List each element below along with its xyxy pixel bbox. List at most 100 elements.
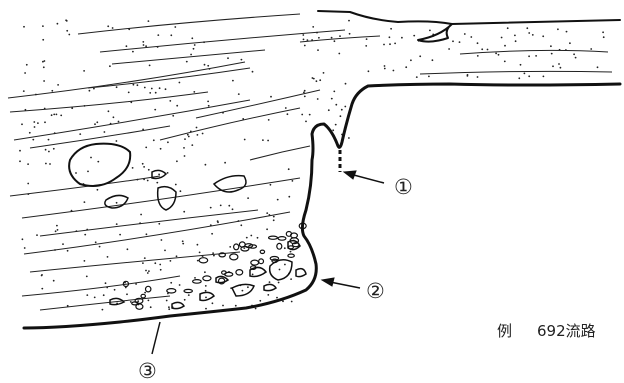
stipple-dot <box>229 246 231 248</box>
stipple-dot <box>45 149 47 151</box>
stipple-dot <box>184 138 186 140</box>
pebble <box>146 286 151 292</box>
stipple-dot <box>559 49 561 51</box>
stipple-dot <box>35 94 37 96</box>
pebble <box>141 294 145 298</box>
pebble <box>203 276 211 281</box>
stipple-dot <box>106 287 108 289</box>
stipple-dot <box>156 182 158 184</box>
stipple-dot <box>459 41 461 43</box>
stipple-dot <box>495 53 497 55</box>
stipple-dot <box>384 68 386 70</box>
stipple-dot <box>148 20 150 22</box>
arrow-1-shaft <box>350 174 384 183</box>
stipple-dot <box>301 114 303 116</box>
stipple-dot <box>341 109 343 111</box>
pebble <box>278 237 286 241</box>
stipple-dot <box>569 42 571 44</box>
stipple-dot <box>203 41 205 43</box>
stipple-dot <box>145 270 147 272</box>
stipple-dot <box>344 106 346 108</box>
stipple-dot <box>114 289 116 291</box>
stipple-dot <box>45 163 47 165</box>
stipple-dot <box>53 148 55 150</box>
stipple-dot <box>204 271 206 273</box>
stipple-dot <box>316 32 318 34</box>
stipple-dot <box>148 300 150 302</box>
stipple-dot <box>84 201 86 203</box>
gravel-lenses <box>69 144 306 309</box>
stipple-dot <box>157 46 159 48</box>
stipple-dot <box>304 96 306 98</box>
stipple-dot <box>250 235 252 237</box>
cobble <box>296 269 306 277</box>
stipple-dot <box>419 55 421 57</box>
stipple-dot <box>139 222 141 224</box>
stipple-dot <box>205 308 207 310</box>
stipple-dot <box>467 75 469 77</box>
stipple-dot <box>368 70 370 72</box>
stipple-dot <box>528 32 530 34</box>
stipple-dot <box>477 42 479 44</box>
stipple-dot <box>62 243 64 245</box>
stipple-dot <box>252 71 254 73</box>
stipple-dot <box>176 105 178 107</box>
stipple-dot <box>333 91 335 93</box>
stipple-dot <box>89 90 91 92</box>
stipple-dot <box>175 184 177 186</box>
stipple-dot <box>155 92 157 94</box>
stipple-dot <box>24 72 26 74</box>
stipple-dot <box>210 207 212 209</box>
cobble <box>264 284 276 290</box>
stipple-dot <box>207 101 209 103</box>
stipple-dot <box>303 39 305 41</box>
stipple-dot <box>602 31 604 33</box>
stipple-dot <box>143 166 145 168</box>
stipple-dot <box>149 92 151 94</box>
stipple-dot <box>170 34 172 36</box>
stipple-dot <box>103 294 105 296</box>
stipple-dot <box>507 27 509 29</box>
stipple-dot <box>104 131 106 133</box>
stipple-dot <box>107 25 109 27</box>
stipple-dot <box>247 197 249 199</box>
stipple-dot <box>348 20 350 22</box>
stipple-dot <box>334 40 336 42</box>
arrow-2-shaft <box>330 282 360 288</box>
stipple-dot <box>182 240 184 242</box>
stipple-dot <box>137 84 139 86</box>
stipple-dot <box>603 36 605 38</box>
stipple-dot <box>191 37 193 39</box>
stipple-dot <box>212 302 214 304</box>
stipple-dot <box>222 305 224 307</box>
stipple-dot <box>267 140 269 142</box>
stipple-dot <box>158 223 160 225</box>
stipple-dot <box>148 270 150 272</box>
stipple-dot <box>241 59 243 61</box>
stipple-dot <box>515 40 517 42</box>
stipple-dot <box>520 64 522 66</box>
stipple-dot <box>183 147 185 149</box>
stipple-dot <box>142 262 144 264</box>
stipple-dot <box>242 118 244 120</box>
stipple-dot <box>44 121 46 123</box>
stipple-dot <box>168 306 170 308</box>
stipple-dot <box>255 308 257 310</box>
stipple-dot <box>232 208 234 210</box>
stipple-dot <box>268 119 270 121</box>
stipple-dot <box>148 169 150 171</box>
stipple-dot <box>54 249 56 251</box>
stipple-dot <box>57 84 59 86</box>
bedding-line <box>250 146 310 160</box>
stipple-dot <box>57 23 59 25</box>
stipple-dot <box>159 264 161 266</box>
stipple-dot <box>36 234 38 236</box>
stipple-dot <box>542 35 544 37</box>
stipple-dot <box>42 25 44 27</box>
stipple-dot <box>183 211 185 213</box>
stipple-dot <box>170 260 172 262</box>
stipple-dot <box>161 239 163 241</box>
stipple-dot <box>204 64 206 66</box>
stipple-dot <box>247 286 249 288</box>
stipple-dot <box>504 61 506 63</box>
